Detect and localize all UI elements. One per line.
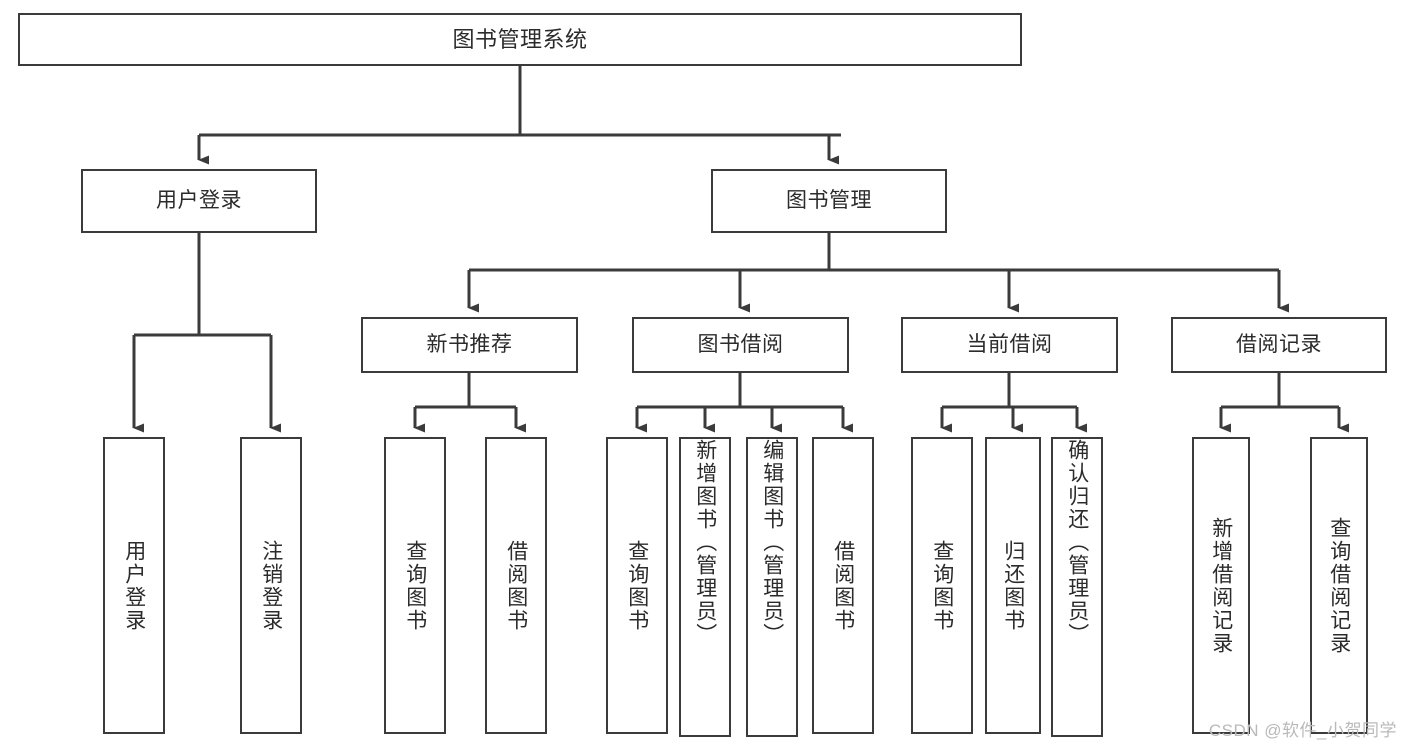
- node-label: 查询图书: [625, 539, 649, 632]
- node-new-book-recommend[interactable]: 新书推荐: [361, 317, 578, 373]
- node-leaf-logout-login[interactable]: 注销登录: [240, 437, 302, 734]
- node-label: 用户登录: [122, 539, 146, 632]
- node-label: 借阅图书: [831, 539, 855, 632]
- node-label: 用户登录: [156, 188, 242, 212]
- node-label: 确认归还（管理员）: [1065, 439, 1089, 646]
- csdn-watermark: CSDN @软件_小贺同学: [1208, 721, 1397, 740]
- node-root-system[interactable]: 图书管理系统: [18, 13, 1022, 66]
- node-label: 借阅记录: [1236, 332, 1322, 356]
- node-label: 查询借阅记录: [1327, 516, 1351, 655]
- node-leaf-query-borrow-record[interactable]: 查询借阅记录: [1310, 437, 1368, 734]
- node-leaf-query-book-current[interactable]: 查询图书: [911, 437, 973, 734]
- node-label: 借阅图书: [504, 539, 528, 632]
- node-leaf-edit-book-admin[interactable]: 编辑图书（管理员）: [746, 437, 798, 737]
- node-leaf-return-book[interactable]: 归还图书: [985, 437, 1041, 734]
- node-current-borrow[interactable]: 当前借阅: [901, 317, 1118, 373]
- node-leaf-borrow-book-recommend[interactable]: 借阅图书: [485, 437, 547, 734]
- node-leaf-add-book-admin[interactable]: 新增图书（管理员）: [679, 437, 731, 737]
- node-label: 新书推荐: [426, 332, 513, 356]
- node-label: 归还图书: [1001, 539, 1025, 632]
- node-leaf-query-book-borrow[interactable]: 查询图书: [606, 437, 668, 734]
- node-borrow-record[interactable]: 借阅记录: [1171, 317, 1387, 373]
- node-label: 注销登录: [259, 539, 283, 632]
- node-label: 图书借阅: [697, 332, 784, 356]
- node-label: 查询图书: [403, 539, 427, 632]
- node-user-login[interactable]: 用户登录: [81, 169, 317, 233]
- node-book-manage[interactable]: 图书管理: [711, 169, 947, 233]
- node-label: 图书管理系统: [452, 26, 588, 52]
- node-label: 新增图书（管理员）: [693, 439, 717, 646]
- node-leaf-query-book-recommend[interactable]: 查询图书: [384, 437, 446, 734]
- node-leaf-borrow-book[interactable]: 借阅图书: [812, 437, 874, 734]
- node-label: 查询图书: [930, 539, 954, 632]
- node-leaf-add-borrow-record[interactable]: 新增借阅记录: [1192, 437, 1250, 734]
- node-leaf-user-login[interactable]: 用户登录: [103, 437, 165, 734]
- node-leaf-confirm-return-admin[interactable]: 确认归还（管理员）: [1051, 437, 1103, 737]
- node-label: 新增借阅记录: [1209, 516, 1233, 655]
- node-book-borrow[interactable]: 图书借阅: [632, 317, 849, 373]
- node-label: 图书管理: [786, 188, 872, 212]
- node-label: 编辑图书（管理员）: [760, 439, 784, 646]
- node-label: 当前借阅: [966, 332, 1053, 356]
